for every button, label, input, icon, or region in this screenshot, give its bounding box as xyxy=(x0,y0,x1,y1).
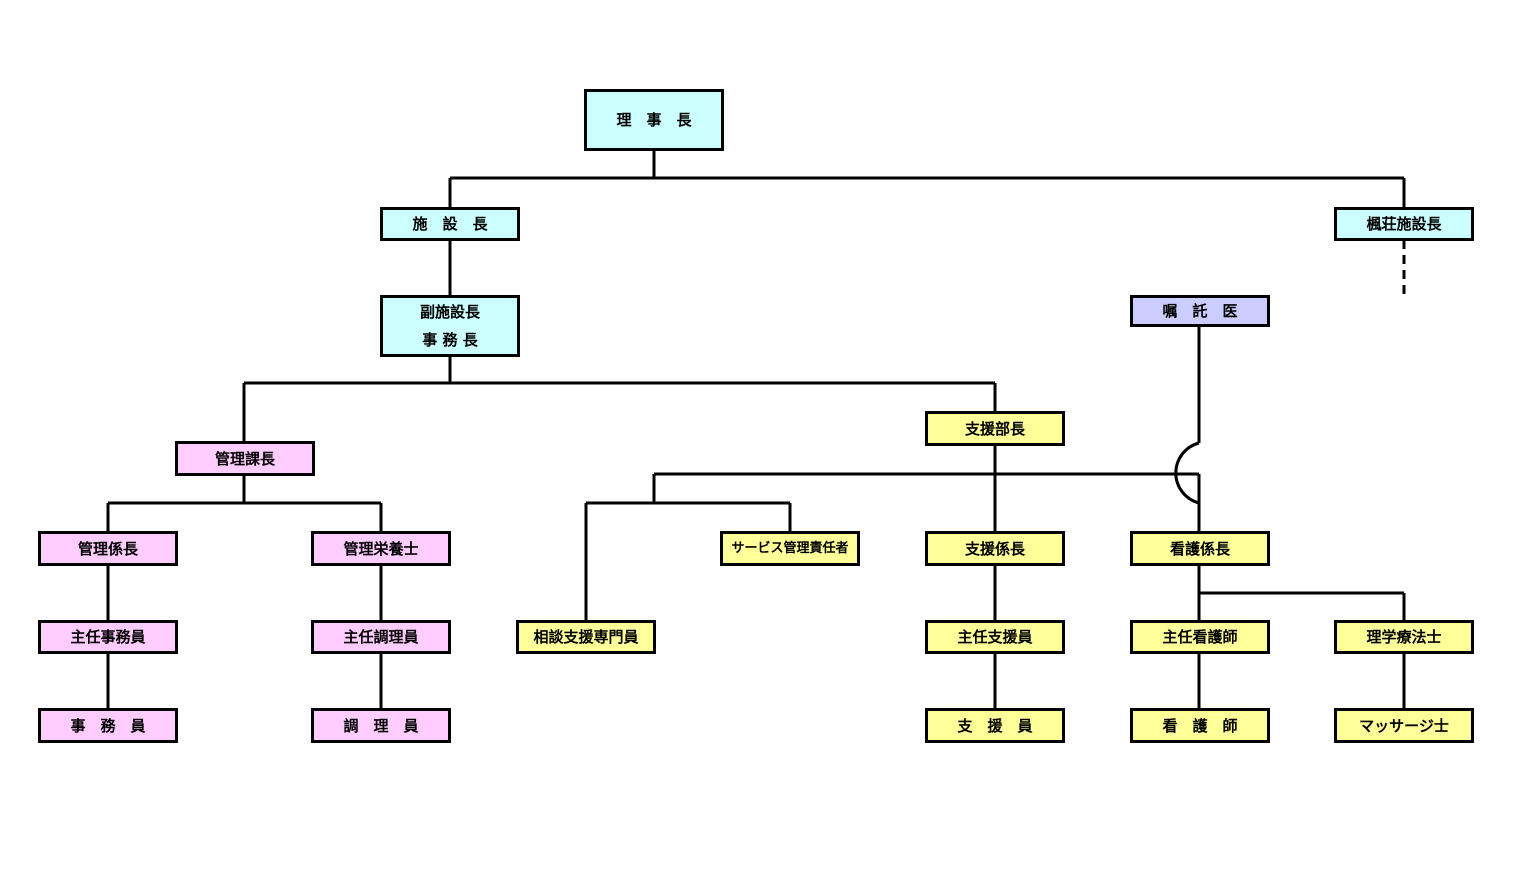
node-nursing-section-chief: 看護係長 xyxy=(1130,531,1270,566)
node-support-manager: 支援部長 xyxy=(925,411,1065,446)
node-clerk: 事 務 員 xyxy=(38,708,178,743)
node-service-manager: サービス管理責任者 xyxy=(720,531,860,566)
node-chairman: 理 事 長 xyxy=(584,89,724,151)
node-vice-director: 副施設長 事 務 長 xyxy=(380,295,520,357)
node-counselor: 相談支援専門員 xyxy=(516,620,656,654)
node-senior-cook: 主任調理員 xyxy=(311,620,451,654)
node-masseur: マッサージ士 xyxy=(1334,708,1474,743)
node-senior-clerk: 主任事務員 xyxy=(38,620,178,654)
node-senior-nurse: 主任看護師 xyxy=(1130,620,1270,654)
node-physical-therapist: 理学療法士 xyxy=(1334,620,1474,654)
node-nurse: 看 護 師 xyxy=(1130,708,1270,743)
node-senior-support-staff: 主任支援員 xyxy=(925,620,1065,654)
line-doctor-hop xyxy=(1174,441,1200,505)
node-support-staff: 支 援 員 xyxy=(925,708,1065,743)
node-director: 施 設 長 xyxy=(380,207,520,241)
node-support-section-chief: 支援係長 xyxy=(925,531,1065,566)
node-cook: 調 理 員 xyxy=(311,708,451,743)
node-fusou-director: 楓荘施設長 xyxy=(1334,207,1474,241)
node-management-dietitian: 管理栄養士 xyxy=(311,531,451,566)
node-management-chief: 管理課長 xyxy=(175,441,315,476)
node-commissioned-doctor: 嘱 託 医 xyxy=(1130,295,1270,327)
node-management-section-chief: 管理係長 xyxy=(38,531,178,566)
